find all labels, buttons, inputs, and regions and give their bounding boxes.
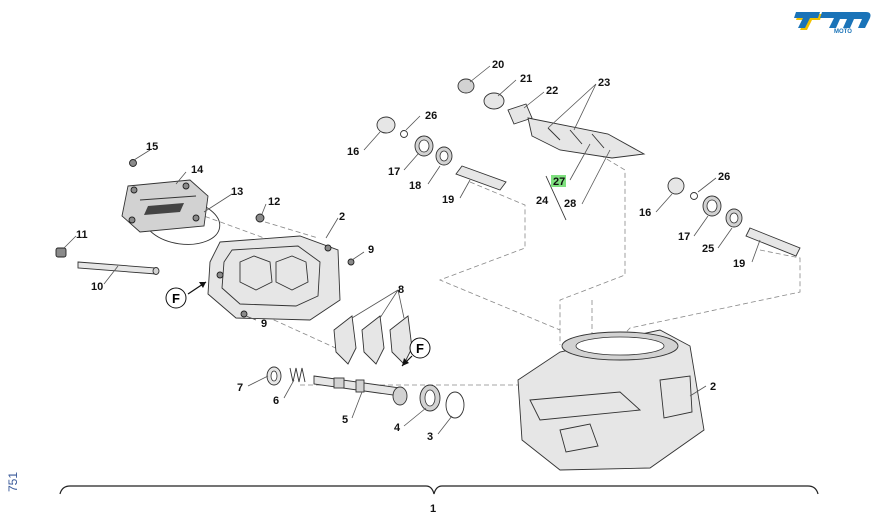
part-22-retainer [507,103,533,125]
callout-23: 23 [598,77,610,89]
part-16-washer-left [376,116,396,134]
detail-marker-f-left-label: F [172,291,180,306]
part-14-cover [121,179,209,233]
part-9-screw-upper [347,258,355,266]
callout-27-highlight [551,175,566,187]
part-23-valve-plates [527,117,646,159]
part-19-shaft-left [455,165,507,191]
detail-marker-f-left: F [165,281,207,309]
callout-8: 8 [398,284,404,296]
part-2-cylinder [517,329,705,471]
callout-17-left: 17 [388,166,400,178]
logo-sub-text: MOTO [834,29,852,35]
callout-2-upper: 2 [339,211,345,223]
callout-3: 3 [427,431,433,443]
detail-marker-f-right-label: F [416,341,424,356]
callout-6: 6 [273,395,279,407]
callout-19-right: 19 [733,258,745,270]
part-8-shift-forks [333,315,413,365]
callout-13: 13 [231,186,243,198]
part-2-valve-housing [207,235,341,321]
part-19-shaft-right [745,227,801,257]
part-17-bearing-left [414,135,434,157]
leader-lines [63,65,761,435]
part-3-gasket [445,391,465,419]
callout-5: 5 [342,414,348,426]
callout-4: 4 [394,422,401,434]
part-5-valve-shaft [313,375,408,406]
part-21-spring [483,92,505,110]
callout-27: 27 [553,176,565,188]
callout-18: 18 [409,180,421,192]
callout-26-right: 26 [718,171,730,183]
callout-21: 21 [520,73,532,85]
callout-17-right: 17 [678,231,690,243]
callout-16-right: 16 [639,207,651,219]
part-15-screw [129,159,137,167]
group-number: 1 [430,503,436,514]
callout-26-left: 26 [425,110,437,122]
part-12-screw [255,213,265,223]
brand-logo: MOTO [794,12,871,35]
part-24-28-rod [545,175,567,221]
part-18-seal [435,146,453,166]
callout-7: 7 [237,382,243,394]
callout-14: 14 [191,164,204,176]
callout-11: 11 [76,229,88,241]
callout-10: 10 [91,281,103,293]
callout-25: 25 [702,243,714,255]
callout-19-left: 19 [442,194,454,206]
group-brace: 1 [59,485,819,514]
part-10-rod [77,261,160,275]
part-25-seal [725,208,743,228]
callout-9-lower: 9 [261,318,267,330]
part-7-seal [266,366,282,386]
part-26-ring-left [400,130,408,138]
part-26-ring-right [690,192,698,200]
page-number: 751 [6,471,20,492]
callout-labels: 15 14 13 12 2 9 9 11 10 8 7 6 5 4 3 2 20… [76,59,745,443]
part-9-screw-lower [240,310,248,318]
callout-24: 24 [536,195,549,207]
callout-22: 22 [546,85,558,97]
callout-2-lower: 2 [710,381,716,393]
detail-marker-f-right: F [401,337,431,367]
part-16-washer-right [667,177,685,195]
part-6-spring [289,367,306,383]
callout-9-upper: 9 [368,244,374,256]
part-20-cap [457,78,475,94]
part-17-bearing-right [702,195,722,217]
part-11-plug [55,247,67,258]
callout-15: 15 [146,141,158,153]
part-4-bearing [419,384,441,412]
callout-12: 12 [268,196,280,208]
callout-20: 20 [492,59,504,71]
callout-16-left: 16 [347,146,359,158]
callout-28: 28 [564,198,576,210]
